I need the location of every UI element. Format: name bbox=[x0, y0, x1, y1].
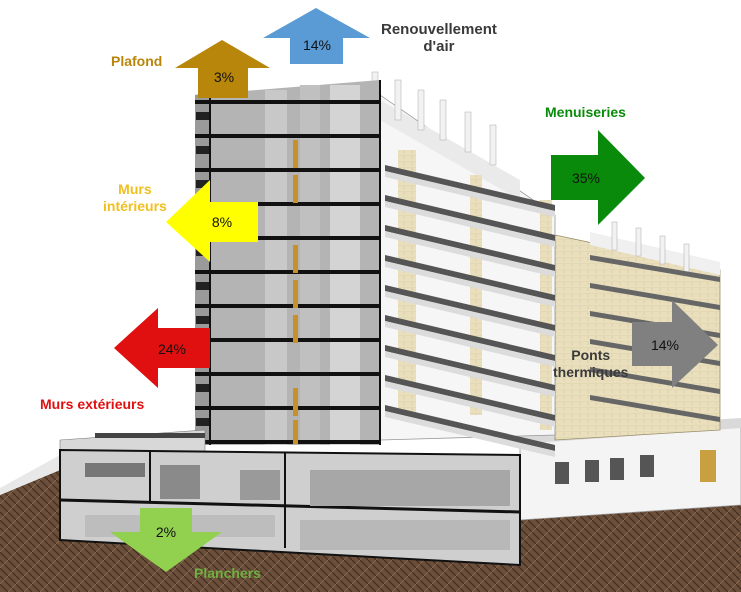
loss-arrows bbox=[110, 8, 718, 572]
renouvellement-label-line2: d'air bbox=[423, 38, 455, 55]
plafond-label: Plafond bbox=[111, 53, 163, 69]
menuiseries-percent: 35% bbox=[571, 170, 601, 186]
murs-interieurs-label: Murs intérieurs bbox=[103, 181, 167, 215]
plafond-arrow bbox=[175, 40, 270, 98]
terrace bbox=[59, 429, 206, 453]
plafond-percent: 3% bbox=[213, 69, 235, 85]
renouvellement-percent: 14% bbox=[302, 37, 332, 53]
murs-exterieurs-label: Murs extérieurs bbox=[40, 396, 145, 412]
murs-interieurs-percent: 8% bbox=[211, 214, 233, 230]
basement bbox=[59, 448, 521, 567]
menuiseries-arrow bbox=[551, 130, 645, 225]
renouvellement-label: Renouvellement d'air bbox=[381, 21, 497, 55]
murs-interieurs-label-line1: Murs bbox=[118, 181, 152, 197]
murs-interieurs-label-line2: intérieurs bbox=[103, 198, 167, 214]
murs-exterieurs-percent: 24% bbox=[157, 341, 187, 357]
planchers-arrow bbox=[110, 508, 222, 572]
main-facade bbox=[371, 71, 556, 457]
ponts-thermiques-percent: 14% bbox=[650, 337, 680, 353]
renouvellement-label-line1: Renouvellement bbox=[381, 21, 497, 38]
renouvellement-arrow bbox=[263, 8, 370, 64]
section-cut bbox=[195, 80, 381, 460]
ponts-thermiques-label-line2: thermiques bbox=[553, 364, 629, 380]
ponts-thermiques-label-line1: Ponts bbox=[571, 347, 611, 363]
planchers-label: Planchers bbox=[194, 565, 261, 581]
ponts-thermiques-label: Ponts thermiques bbox=[553, 347, 628, 381]
murs-exterieurs-arrow bbox=[114, 308, 210, 388]
ponts-thermiques-arrow bbox=[632, 300, 718, 388]
planchers-percent: 2% bbox=[155, 524, 177, 540]
menuiseries-label: Menuiseries bbox=[545, 104, 626, 120]
murs-interieurs-arrow bbox=[166, 180, 258, 262]
